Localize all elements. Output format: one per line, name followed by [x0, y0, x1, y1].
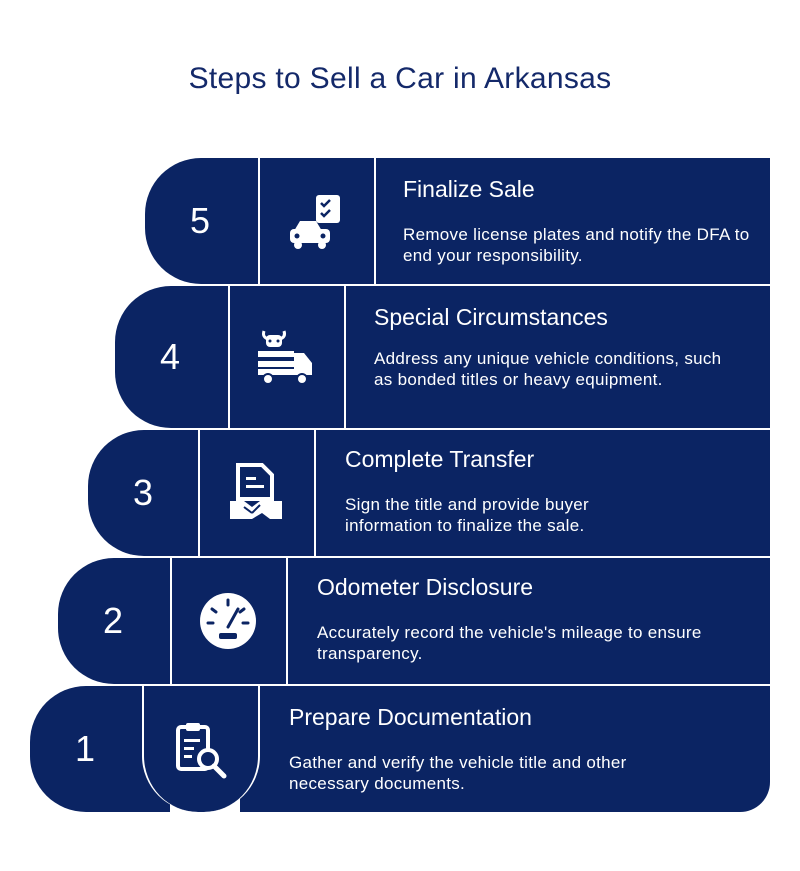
step-icon-column	[198, 430, 316, 556]
step-number: 1	[74, 728, 96, 769]
car-checklist-icon	[278, 188, 354, 254]
document-search-icon	[162, 716, 238, 782]
step-heading: Odometer Disclosure	[317, 574, 534, 600]
step-5: 5 Finalize Sale Remove license plates an…	[0, 158, 800, 284]
step-heading: Prepare Documentation	[289, 704, 532, 730]
step-separator	[115, 428, 770, 430]
step-1: 1 Prepare Documentation Gather and verif…	[0, 686, 800, 812]
step-separator	[88, 556, 770, 558]
step-4: 4 Special Circumstances Address any uniq…	[0, 286, 800, 428]
page-title: Steps to Sell a Car in Arkansas	[188, 62, 612, 95]
step-separator	[58, 684, 770, 686]
step-heading: Finalize Sale	[403, 176, 535, 202]
step-heading: Special Circumstances	[374, 304, 608, 330]
step-description: Address any unique vehicle conditions, s…	[374, 349, 722, 389]
step-body	[240, 686, 770, 812]
step-description: Remove license plates and notify the DFA…	[403, 225, 750, 265]
step-3: 3 Complete Transfer Sign the title and p…	[0, 430, 800, 556]
step-icon-column	[142, 686, 260, 812]
document-handshake-icon	[218, 458, 294, 528]
step-body	[360, 158, 770, 284]
step-separator	[145, 284, 770, 286]
step-description: Sign the title and provide buyer informa…	[345, 495, 589, 535]
step-description: Gather and verify the vehicle title and …	[289, 753, 627, 793]
step-number: 3	[132, 472, 154, 513]
step-body	[270, 558, 770, 684]
step-number: 5	[189, 200, 211, 241]
step-number: 4	[159, 336, 181, 377]
step-2: 2 Odometer Disclosure Accurately record …	[0, 558, 800, 684]
step-heading: Complete Transfer	[345, 446, 535, 472]
step-body	[330, 286, 770, 428]
step-number: 2	[102, 600, 124, 641]
livestock-truck-icon	[248, 322, 324, 392]
step-description: Accurately record the vehicle's mileage …	[317, 623, 702, 663]
speedometer-icon	[190, 588, 266, 654]
step-body	[300, 430, 770, 556]
